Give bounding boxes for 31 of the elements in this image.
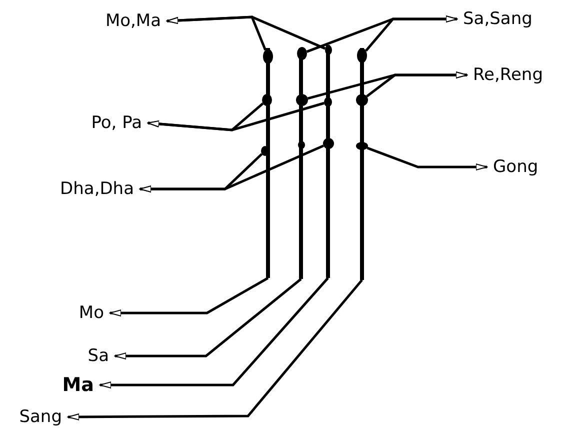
fret-dot bbox=[261, 146, 269, 156]
fret-dot bbox=[356, 142, 368, 150]
fret-dot bbox=[325, 45, 332, 55]
note-label: Mo,Ma bbox=[50, 8, 167, 34]
leader-arrow bbox=[100, 277, 329, 388]
note-label: Sang bbox=[4, 404, 68, 430]
fret-dot bbox=[356, 94, 368, 106]
note-label: Re,Reng bbox=[467, 62, 562, 88]
note-label: Dha,Dha bbox=[30, 176, 140, 202]
fret-dot bbox=[324, 97, 332, 107]
fret-dot bbox=[357, 48, 367, 63]
fret-dot bbox=[263, 49, 273, 64]
fret-dot bbox=[297, 47, 307, 60]
leader-arrow bbox=[68, 279, 363, 420]
note-label: Po, Pa bbox=[60, 110, 148, 136]
leader-arrow bbox=[110, 276, 269, 316]
note-label: Gong bbox=[487, 154, 557, 180]
note-label: Mo bbox=[50, 300, 110, 326]
note-label: Ma bbox=[40, 372, 100, 398]
leader-arrow bbox=[148, 102, 324, 132]
leader-arrow bbox=[364, 16, 458, 52]
leader-arrow bbox=[166, 16, 326, 50]
fret-dot bbox=[262, 94, 272, 106]
leader-arrow bbox=[140, 144, 324, 192]
fret-dot bbox=[296, 94, 308, 106]
leader-arrow bbox=[366, 146, 488, 170]
leader-arrow bbox=[366, 72, 468, 98]
note-label: Sa bbox=[70, 343, 115, 369]
fret-dot bbox=[323, 138, 334, 149]
note-label: Sa,Sang bbox=[457, 6, 557, 32]
leader-arrow bbox=[114, 278, 302, 360]
